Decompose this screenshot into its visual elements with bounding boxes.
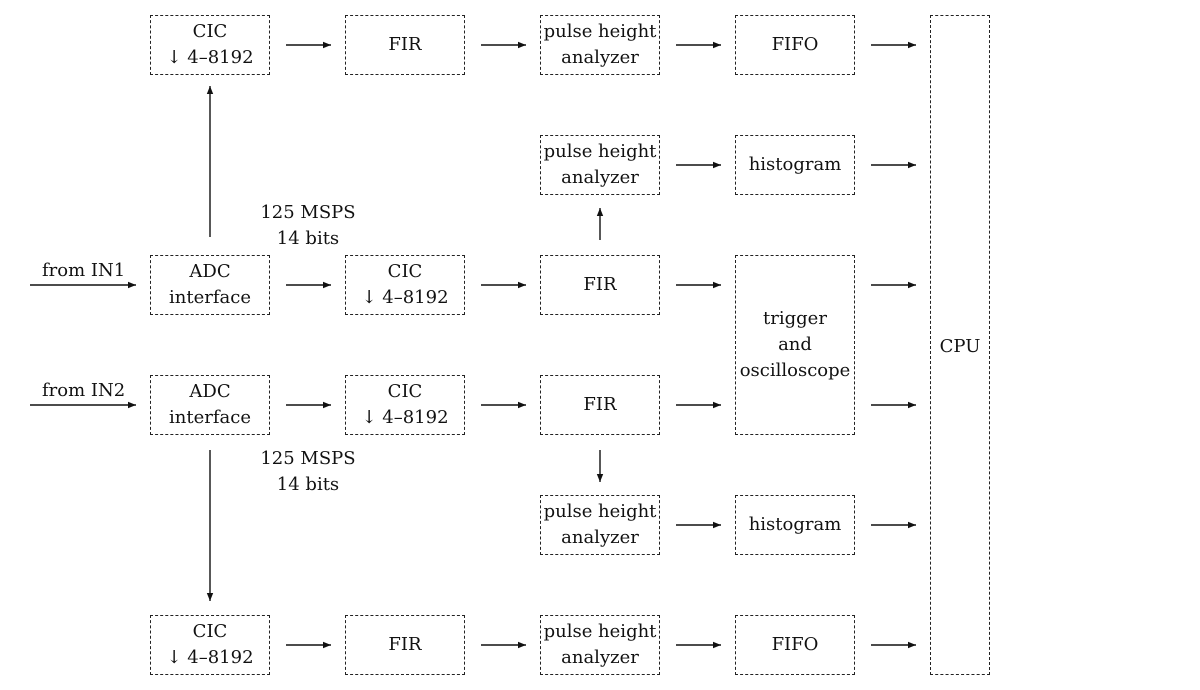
cic-top-title: CIC xyxy=(192,21,228,42)
pha-top-line1: pulse height xyxy=(543,21,657,42)
adc-interface-1-box: ADC interface xyxy=(150,255,270,315)
fir-top-box: FIR xyxy=(345,15,465,75)
fir-bottom-box: FIR xyxy=(345,615,465,675)
fir-1-box: FIR xyxy=(540,255,660,315)
rate-2-bits: 14 bits xyxy=(276,474,340,495)
fifo-bottom-box: FIFO xyxy=(735,615,855,675)
pha-2-line2: analyzer xyxy=(561,527,639,548)
pha-1-line1: pulse height xyxy=(543,141,657,162)
pulse-height-analyzer-bottom-box: pulse height analyzer xyxy=(540,615,660,675)
adc-1-title: ADC xyxy=(189,261,231,282)
cic-2-ratio: ↓ 4–8192 xyxy=(361,407,449,428)
cic-bottom-ratio: ↓ 4–8192 xyxy=(166,647,254,668)
rate-2-msps: 125 MSPS xyxy=(260,448,356,469)
fir-bottom-label: FIR xyxy=(388,634,422,655)
cic-1-ratio: ↓ 4–8192 xyxy=(361,287,449,308)
cic-top-box: CIC ↓ 4–8192 xyxy=(150,15,270,75)
pha-2-line1: pulse height xyxy=(543,501,657,522)
histogram-2-box: histogram xyxy=(735,495,855,555)
adc-2-subtitle: interface xyxy=(169,407,251,428)
cpu-label: CPU xyxy=(939,336,981,357)
adc-1-subtitle: interface xyxy=(169,287,251,308)
scope-line2: and xyxy=(778,334,812,355)
fir-1-label: FIR xyxy=(583,274,617,295)
pulse-height-analyzer-2-box: pulse height analyzer xyxy=(540,495,660,555)
pha-1-line2: analyzer xyxy=(561,167,639,188)
cic-1-title: CIC xyxy=(387,261,423,282)
fir-top-label: FIR xyxy=(388,34,422,55)
cic-bottom-title: CIC xyxy=(192,621,228,642)
histogram-2-label: histogram xyxy=(748,514,842,535)
fir-2-box: FIR xyxy=(540,375,660,435)
rate-label-1: 125 MSPS 14 bits xyxy=(248,200,368,252)
fifo-top-box: FIFO xyxy=(735,15,855,75)
histogram-1-label: histogram xyxy=(748,154,842,175)
cic-bottom-box: CIC ↓ 4–8192 xyxy=(150,615,270,675)
pha-bottom-line2: analyzer xyxy=(561,647,639,668)
fifo-top-label: FIFO xyxy=(771,34,819,55)
rate-1-msps: 125 MSPS xyxy=(260,202,356,223)
fir-2-label: FIR xyxy=(583,394,617,415)
scope-line1: trigger xyxy=(763,308,827,329)
input-label-in2: from IN2 xyxy=(42,380,126,401)
rate-label-2: 125 MSPS 14 bits xyxy=(248,446,368,498)
trigger-oscilloscope-box: trigger and oscilloscope xyxy=(735,255,855,435)
pulse-height-analyzer-top-box: pulse height analyzer xyxy=(540,15,660,75)
histogram-1-box: histogram xyxy=(735,135,855,195)
pha-top-line2: analyzer xyxy=(561,47,639,68)
cpu-box: CPU xyxy=(930,15,990,675)
adc-2-title: ADC xyxy=(189,381,231,402)
cic-top-ratio: ↓ 4–8192 xyxy=(166,47,254,68)
scope-line3: oscilloscope xyxy=(739,360,851,381)
cic-1-box: CIC ↓ 4–8192 xyxy=(345,255,465,315)
adc-interface-2-box: ADC interface xyxy=(150,375,270,435)
fifo-bottom-label: FIFO xyxy=(771,634,819,655)
pulse-height-analyzer-1-box: pulse height analyzer xyxy=(540,135,660,195)
cic-2-title: CIC xyxy=(387,381,423,402)
input-label-in1: from IN1 xyxy=(42,260,126,281)
cic-2-box: CIC ↓ 4–8192 xyxy=(345,375,465,435)
pha-bottom-line1: pulse height xyxy=(543,621,657,642)
rate-1-bits: 14 bits xyxy=(276,228,340,249)
